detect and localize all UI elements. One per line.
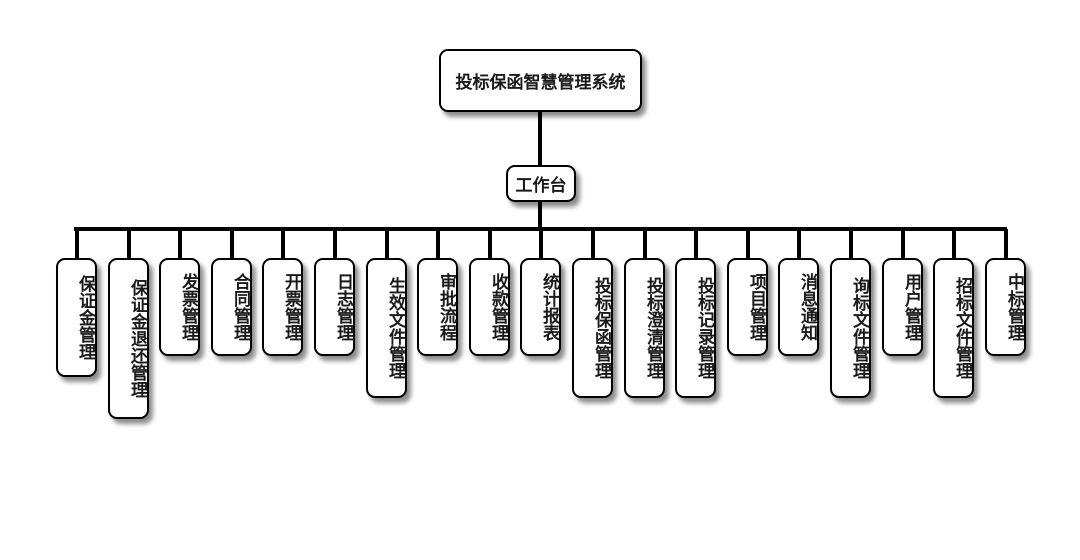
connector-drop (178, 229, 182, 259)
module-node-label: 发票管理 (178, 273, 198, 341)
module-node[interactable]: 保证金管理 (56, 258, 97, 377)
connector-drop (281, 229, 285, 259)
connector-drop (591, 229, 595, 259)
module-node-label: 用户管理 (901, 273, 921, 341)
connector-drop (385, 229, 389, 259)
module-node-label: 项目管理 (746, 273, 766, 341)
connector-hub-bus (538, 201, 542, 230)
connector-drop (230, 229, 234, 259)
module-node-label: 开票管理 (281, 273, 301, 341)
connector-drop (694, 229, 698, 259)
module-node[interactable]: 中标管理 (985, 258, 1026, 356)
module-node[interactable]: 投标保函管理 (572, 258, 613, 398)
module-node[interactable]: 用户管理 (882, 258, 923, 356)
root-node-label: 投标保函智慧管理系统 (455, 73, 626, 93)
connector-drop (333, 229, 337, 259)
connector-drop (539, 229, 543, 259)
module-node[interactable]: 收款管理 (469, 258, 510, 356)
module-node-label: 收款管理 (488, 273, 508, 341)
connector-drop (952, 229, 956, 259)
module-node[interactable]: 询标文件管理 (830, 258, 871, 398)
module-node-label: 生效文件管理 (385, 277, 405, 379)
module-node[interactable]: 项目管理 (727, 258, 768, 356)
module-node-label: 消息通知 (797, 273, 817, 341)
root-node[interactable]: 投标保函智慧管理系统 (439, 49, 642, 112)
module-node-label: 保证金退还管理 (127, 279, 147, 398)
module-node[interactable]: 统计报表 (520, 258, 561, 356)
module-node[interactable]: 开票管理 (262, 258, 303, 356)
connector-drop (436, 229, 440, 259)
workbench-node[interactable]: 工作台 (506, 165, 576, 202)
module-node[interactable]: 消息通知 (778, 258, 819, 356)
module-node-label: 保证金管理 (75, 275, 95, 360)
connector-drop (746, 229, 750, 259)
connector-drop (797, 229, 801, 259)
module-node-label: 合同管理 (230, 273, 250, 341)
module-node[interactable]: 生效文件管理 (366, 258, 407, 398)
connector-drop (643, 229, 647, 259)
module-node[interactable]: 投标澄清管理 (624, 258, 665, 398)
workbench-node-label: 工作台 (515, 176, 567, 196)
connector-drop (849, 229, 853, 259)
module-node-label: 投标保函管理 (591, 277, 611, 379)
module-node-label: 统计报表 (539, 273, 559, 341)
module-node-label: 投标记录管理 (694, 277, 714, 379)
module-node-label: 招标文件管理 (952, 277, 972, 379)
connector-drop (901, 229, 905, 259)
connector-root-hub (538, 111, 542, 166)
connector-drop (488, 229, 492, 259)
module-node[interactable]: 招标文件管理 (933, 258, 974, 398)
connector-drop (1004, 229, 1008, 259)
connector-drop (127, 229, 131, 259)
module-node-label: 中标管理 (1004, 273, 1024, 341)
connector-drop (75, 229, 79, 259)
module-node[interactable]: 日志管理 (314, 258, 355, 356)
module-node[interactable]: 保证金退还管理 (108, 258, 149, 419)
module-node[interactable]: 合同管理 (211, 258, 252, 356)
module-node-label: 审批流程 (436, 273, 456, 341)
module-node-label: 询标文件管理 (849, 277, 869, 379)
module-node[interactable]: 投标记录管理 (675, 258, 716, 398)
module-node[interactable]: 发票管理 (159, 258, 200, 356)
module-node-label: 日志管理 (333, 273, 353, 341)
module-node-label: 投标澄清管理 (643, 277, 663, 379)
module-node[interactable]: 审批流程 (417, 258, 458, 356)
